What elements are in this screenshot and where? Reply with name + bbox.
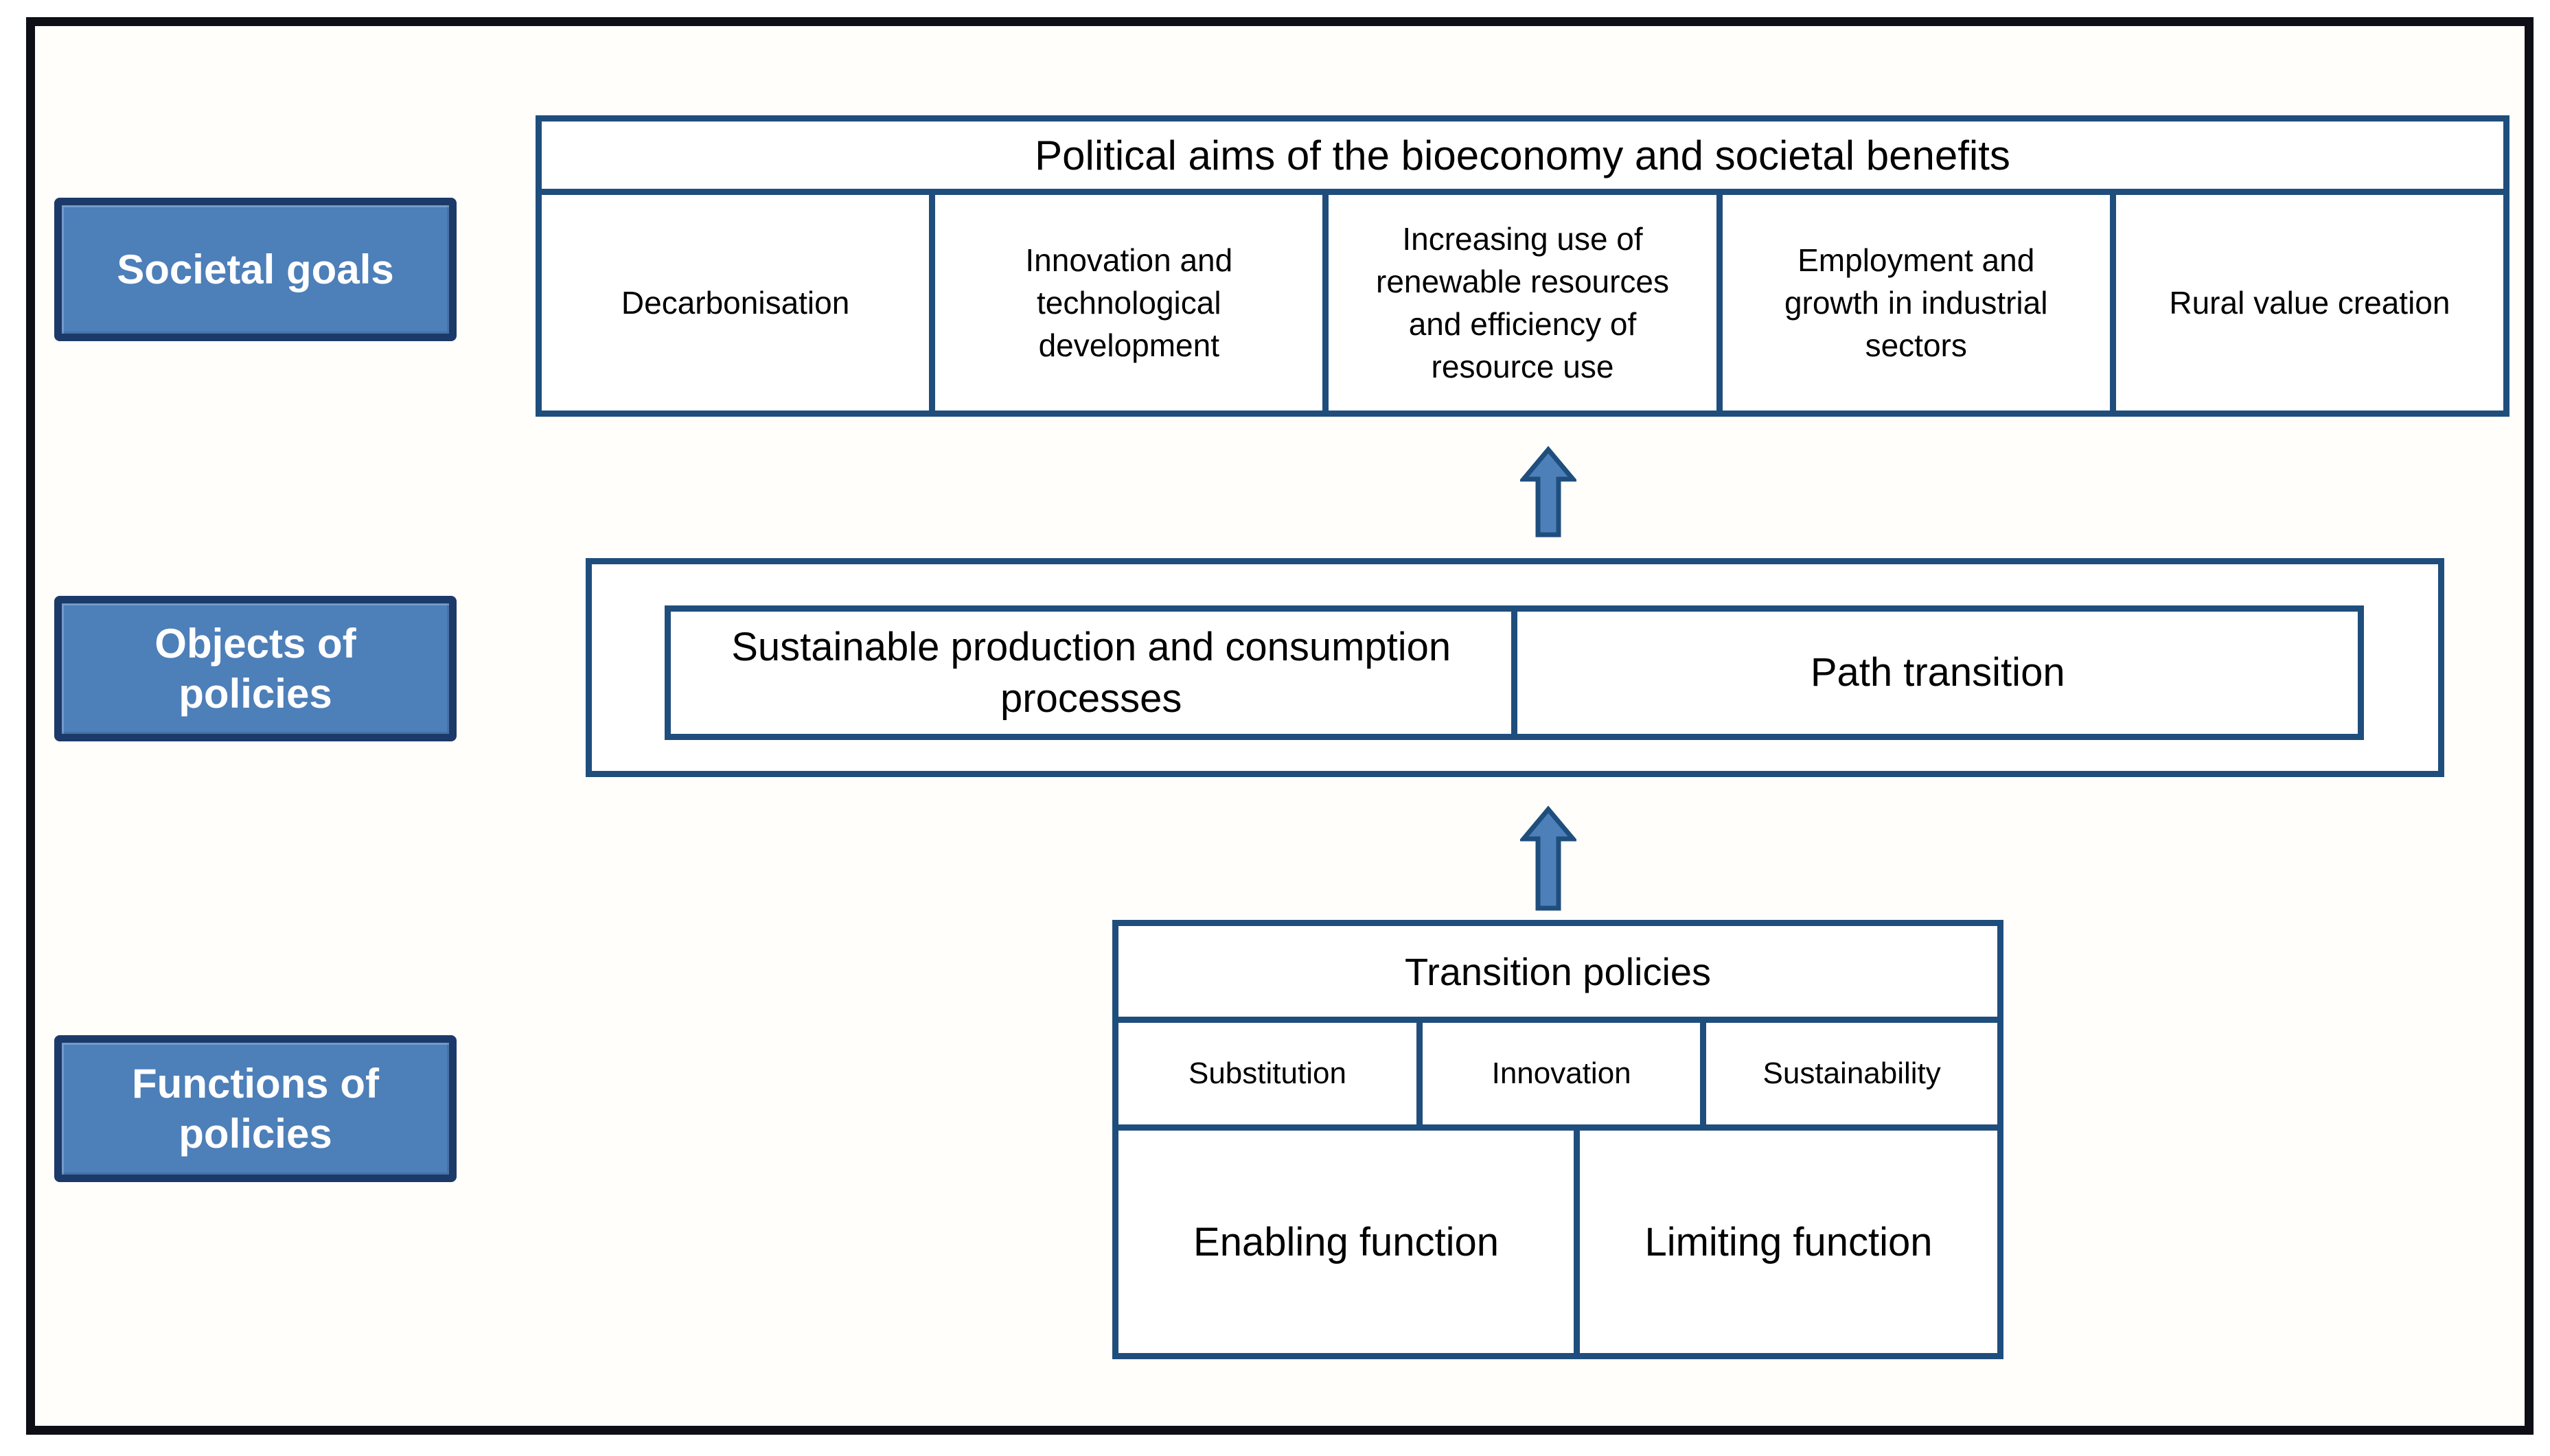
row-label-functions-of-policies: Functions of policies <box>54 1035 457 1182</box>
row-label-objects-of-policies: Objects of policies <box>54 596 457 741</box>
object-cell-path-transition: Path transition <box>1517 612 2358 734</box>
row-label-societal-goals-text: Societal goals <box>117 246 394 292</box>
goal-cell-rural-value: Rural value creation <box>2109 195 2503 411</box>
policy-cell-sustainability: Sustainability <box>1700 1023 1997 1124</box>
transition-policies-header: Transition policies <box>1118 926 1997 1023</box>
societal-goals-header: Political aims of the bioeconomy and soc… <box>542 122 2503 195</box>
row-label-functions-of-policies-text: Functions of policies <box>132 1060 379 1157</box>
policy-cell-innovation: Innovation <box>1416 1023 1700 1124</box>
object-cell-text: Path transition <box>1810 650 2065 695</box>
object-cell-sustainable-production: Sustainable production and consumption p… <box>671 612 1518 734</box>
policy-type-row: Substitution Innovation Sustainability <box>1118 1023 1997 1131</box>
policy-cell-text: Innovation <box>1491 1056 1631 1090</box>
function-cell-text: Limiting function <box>1644 1219 1933 1264</box>
societal-goals-table: Political aims of the bioeconomy and soc… <box>536 115 2509 417</box>
goal-cell-text: Innovation and technological development <box>1025 242 1233 364</box>
goal-cell-innovation: Innovation and technological development <box>929 195 1322 411</box>
goal-cell-decarbonisation: Decarbonisation <box>542 195 929 411</box>
objects-of-policies-table: Sustainable production and consumption p… <box>665 605 2364 740</box>
goal-cell-text: Rural value creation <box>2169 284 2450 321</box>
function-row: Enabling function Limiting function <box>1118 1131 1997 1353</box>
transition-policies-header-text: Transition policies <box>1404 949 1712 993</box>
societal-goals-header-text: Political aims of the bioeconomy and soc… <box>1035 132 2010 178</box>
goal-cell-text: Increasing use of renewable resources an… <box>1376 220 1670 385</box>
up-arrow-icon <box>1520 806 1576 911</box>
functions-of-policies-table: Transition policies Substitution Innovat… <box>1112 920 2003 1359</box>
row-label-objects-of-policies-text: Objects of policies <box>154 620 356 717</box>
function-cell-enabling: Enabling function <box>1118 1131 1574 1353</box>
goal-cell-text: Employment and growth in industrial sect… <box>1784 242 2048 364</box>
policy-cell-substitution: Substitution <box>1118 1023 1416 1124</box>
policy-cell-text: Sustainability <box>1762 1056 1941 1090</box>
function-cell-limiting: Limiting function <box>1574 1131 1997 1353</box>
object-cell-text: Sustainable production and consumption p… <box>731 624 1451 721</box>
goal-cell-employment: Employment and growth in industrial sect… <box>1716 195 2110 411</box>
up-arrow-icon <box>1520 446 1576 538</box>
policy-cell-text: Substitution <box>1188 1056 1346 1090</box>
goal-cell-renewable-resources: Increasing use of renewable resources an… <box>1322 195 1716 411</box>
function-cell-text: Enabling function <box>1193 1219 1500 1264</box>
row-label-societal-goals: Societal goals <box>54 198 457 341</box>
goal-cell-text: Decarbonisation <box>621 284 850 321</box>
societal-goals-cells: Decarbonisation Innovation and technolog… <box>542 195 2503 411</box>
